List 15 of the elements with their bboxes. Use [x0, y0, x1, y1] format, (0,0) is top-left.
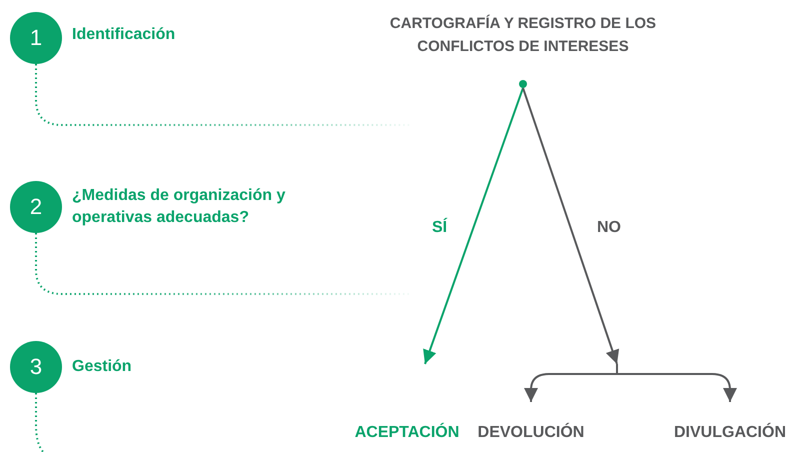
step-number-circle: 1 [10, 12, 62, 64]
step-number-circle: 2 [10, 181, 62, 233]
step-label: Gestión [72, 357, 133, 377]
step-label: Identificación [72, 25, 176, 45]
arrow [423, 88, 524, 364]
dotted-connector [35, 64, 410, 126]
heading-text: CARTOGRAFÍA Y REGISTRO DE LOS CONFLICTOS DE INTERESES [388, 14, 658, 57]
arrow [616, 364, 737, 402]
step-label: ¿Medidas de organización y operativas adecuadas? [72, 186, 286, 228]
outcome-label: ACEPTACIÓN [354, 422, 460, 443]
outcome-label: DIVULGACIÓN [674, 422, 786, 443]
outcome-label: DEVOLUCIÓN [478, 422, 584, 443]
arrow [522, 88, 620, 364]
step-number-circle: 3 [10, 341, 62, 393]
dotted-connector [35, 233, 410, 295]
